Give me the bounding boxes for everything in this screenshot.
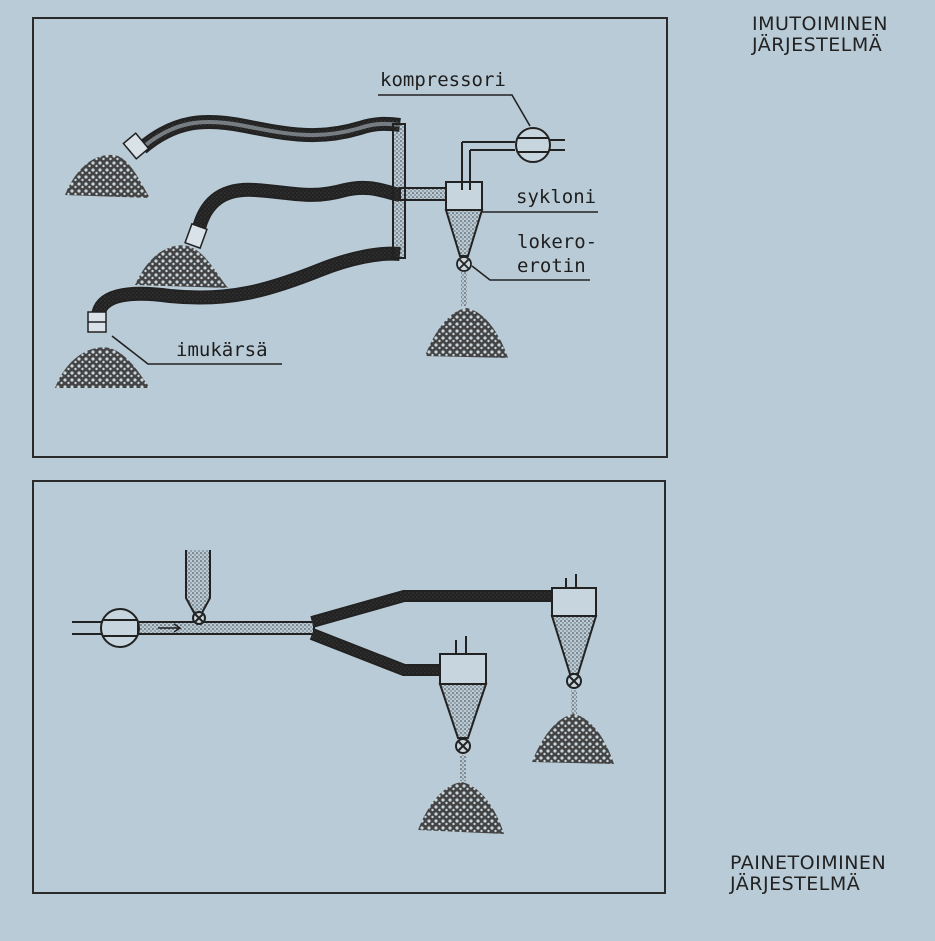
- pressure-system-drawing: [72, 550, 614, 834]
- suction-hose-1: [137, 115, 401, 154]
- cyclone-right: [550, 574, 598, 689]
- rotary-valve: [456, 256, 472, 272]
- separator-label-line2: erotin: [517, 255, 586, 277]
- suction-title-line1: IMUTOIMINEN: [752, 13, 888, 35]
- suction-hose-3: [91, 246, 401, 318]
- material-pile-middle: [418, 782, 504, 834]
- cyclone-label: sykloni: [516, 186, 596, 208]
- suction-hose-2: [191, 180, 402, 234]
- suction-nozzle-leader: [111, 335, 282, 365]
- branch-upper: [310, 592, 558, 626]
- compressor: [515, 127, 565, 163]
- material-pile-cyclone: [425, 308, 508, 358]
- suction-nozzle: [87, 311, 107, 333]
- pressure-blower: [72, 608, 140, 648]
- pressure-system-panel: [32, 480, 666, 894]
- pressure-title-line2: JÄRJESTELMÄ: [730, 873, 861, 895]
- falling-material: [461, 272, 467, 306]
- falling-material-right: [571, 690, 577, 714]
- flow-arrow: [158, 623, 182, 633]
- suction-nozzle-label: imukärsä: [176, 339, 268, 361]
- suction-title-line2: JÄRJESTELMÄ: [752, 34, 883, 56]
- branch-lower: [310, 630, 452, 674]
- separator-label-line1: lokero-: [517, 231, 597, 253]
- material-pile-1: [65, 154, 150, 198]
- material-pile-right: [532, 714, 614, 764]
- cyclone-inlet-pipe: [399, 187, 447, 201]
- compressor-leader: [378, 94, 531, 127]
- main-pipe: [137, 621, 315, 635]
- suction-system-panel: [32, 17, 668, 458]
- cyclone: [444, 141, 515, 257]
- feed-hopper: [185, 550, 211, 625]
- nozzle-2: [184, 222, 208, 250]
- material-pile-3: [55, 347, 150, 388]
- falling-material-middle: [460, 755, 466, 781]
- pressure-title-line1: PAINETOIMINEN: [730, 852, 887, 874]
- cyclone-middle: [438, 636, 488, 754]
- compressor-label: kompressori: [380, 69, 506, 91]
- material-pile-2: [135, 245, 228, 288]
- suction-system-drawing: [55, 94, 598, 388]
- separator-leader: [471, 265, 590, 281]
- nozzle-1: [122, 132, 150, 160]
